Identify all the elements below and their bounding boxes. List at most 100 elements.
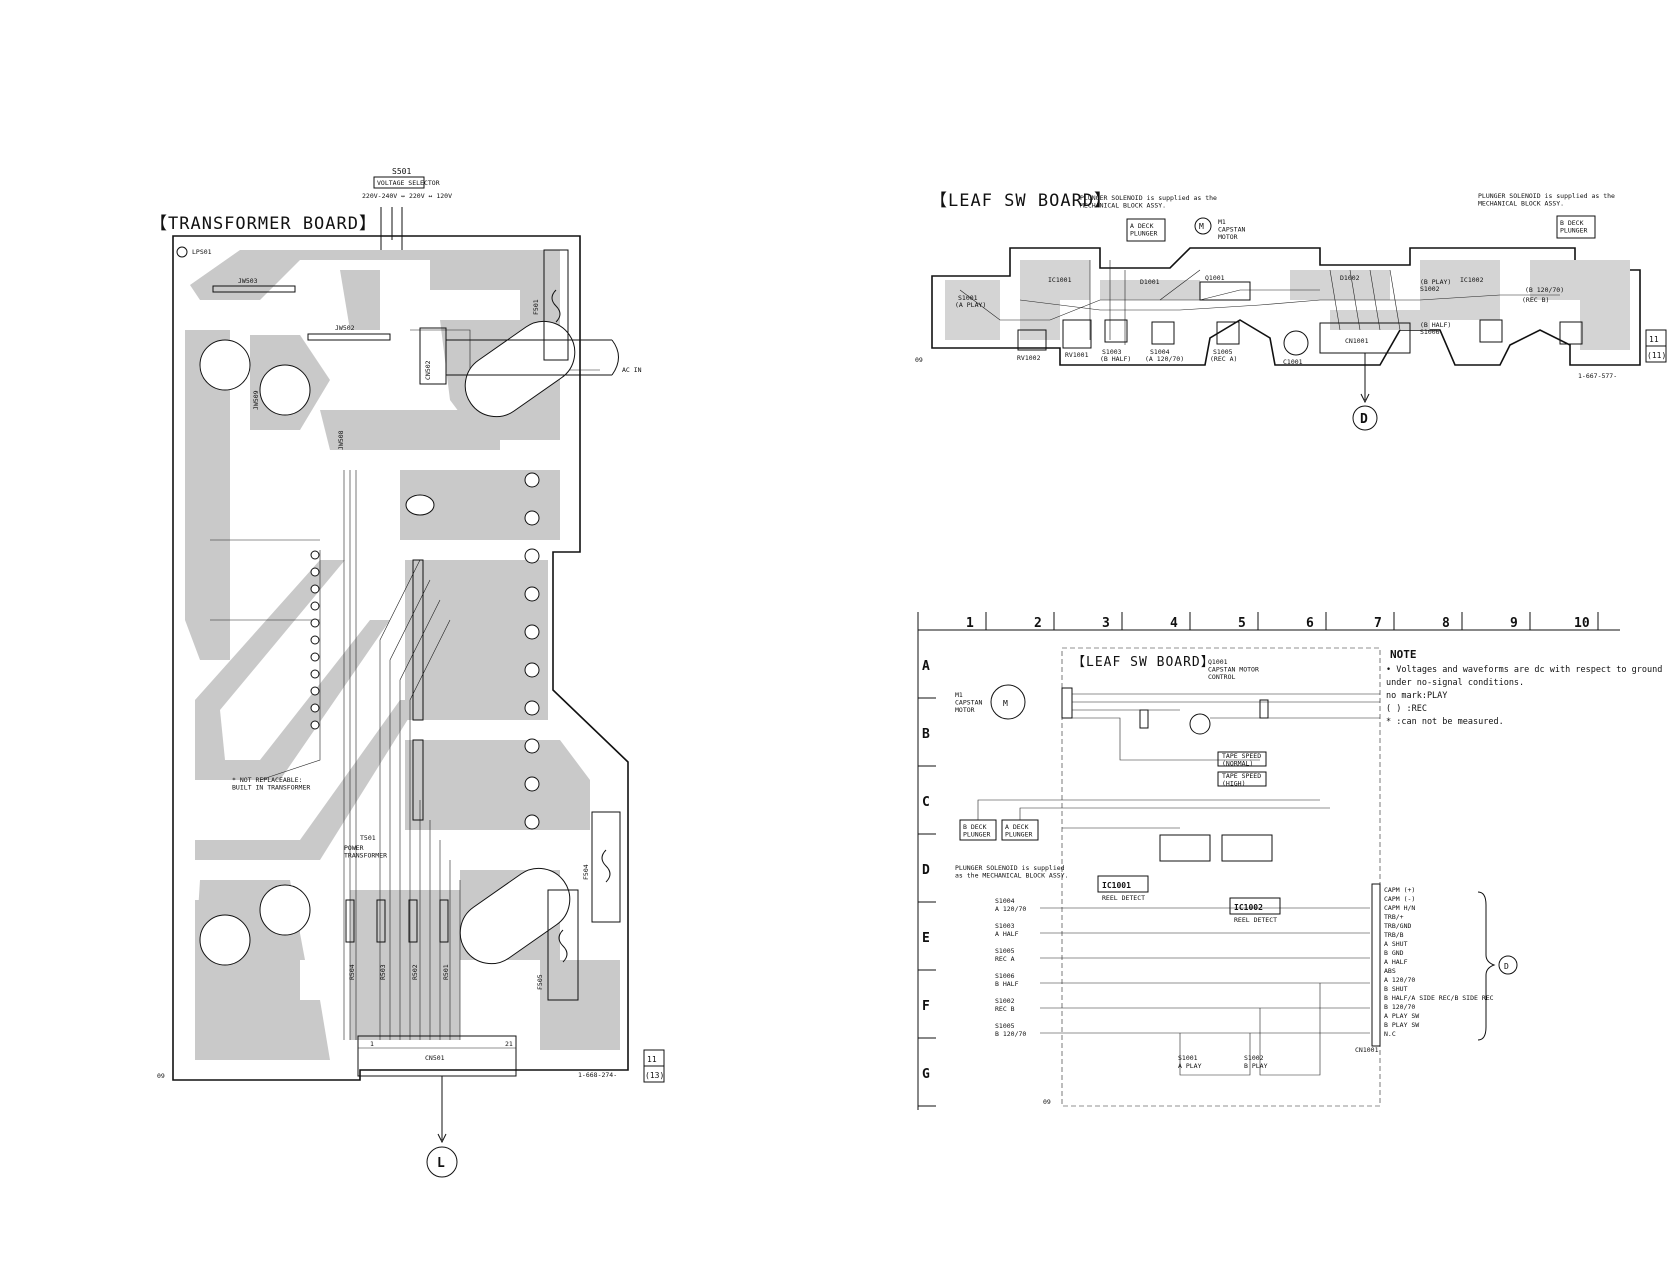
capstan-motor-icon — [1194, 217, 1212, 235]
lug — [405, 494, 435, 516]
col-label-7: 7 — [1374, 616, 1382, 631]
pin-label: CAPM (-) — [1384, 895, 1415, 903]
capstan-motor-icon — [990, 684, 1026, 720]
r502-label: R502 — [411, 964, 419, 980]
f505-fuse-holder — [547, 889, 579, 1001]
ac-cord — [446, 339, 619, 376]
q1001-block — [1199, 281, 1251, 301]
cn501-out-arrow — [437, 1076, 447, 1144]
t501-label: T501 — [360, 834, 376, 842]
note-line: under no-signal conditions. — [1386, 678, 1524, 688]
transformer-board-number: 1-668-274- — [578, 1071, 617, 1079]
selector-range: 220V-240V ↔ 220V ↔ 120V — [362, 192, 452, 200]
pin-label: TRB/B — [1384, 931, 1404, 939]
pin-label: A SHUT — [1384, 940, 1408, 948]
pin-label: A HALF — [1384, 958, 1408, 966]
pin-label: N.C — [1384, 1030, 1396, 1038]
schematic-cn1001-ref: CN1001 — [1355, 1046, 1379, 1054]
motor-plug — [1061, 687, 1073, 719]
leaf-pcb-traces — [959, 260, 1560, 345]
pin-label: B 120/70 — [1384, 1003, 1415, 1011]
leaf-sw-pcb: 【LEAF SW BOARD】 PLUNGER SOLENOID is supp… — [915, 191, 1667, 431]
cn1001-out-arrow — [1360, 353, 1370, 404]
leaf-pcb-title: 【LEAF SW BOARD】 — [930, 191, 1112, 211]
fuse-icon — [558, 929, 568, 963]
tape-speed-normal: TAPE SPEED(NORMAL) — [1222, 752, 1261, 767]
col-label-5: 5 — [1238, 616, 1246, 631]
pin-label: CAPM (+) — [1384, 886, 1415, 894]
f505-label: F505 — [536, 974, 544, 990]
schematic-ref: 09 — [1043, 1098, 1051, 1106]
pcb-a-play: (A PLAY) — [955, 301, 986, 309]
switch-ref: S1003 — [995, 922, 1015, 930]
note-line: no mark:PLAY — [1386, 691, 1447, 701]
q1001-transistor — [1189, 713, 1211, 735]
pcb-rec-a: (REC A) — [1210, 355, 1237, 363]
row-label-f: F — [922, 999, 930, 1014]
cn502-connector — [419, 327, 447, 385]
pcb-d1002: D1002 — [1340, 274, 1360, 282]
resistor-bank — [345, 899, 449, 943]
col-label-8: 8 — [1442, 616, 1450, 631]
r503-label: R503 — [379, 964, 387, 980]
col-label-4: 4 — [1170, 616, 1178, 631]
lps-label: LPS01 — [192, 248, 212, 256]
pcb-b-12070: (B 120/70) — [1525, 286, 1564, 294]
ic1002-tag — [1229, 897, 1281, 915]
not-replaceable-note: * NOT REPLACEABLE:BUILT IN TRANSFORMER — [232, 776, 310, 791]
switch-ref: S1004 — [995, 897, 1015, 905]
pin-label: A PLAY SW — [1384, 1012, 1419, 1020]
jw503-label: JW503 — [238, 277, 258, 285]
switch-name: B HALF — [995, 980, 1019, 988]
ic1001-package — [1159, 834, 1211, 862]
ic1002-desc: REEL DETECT — [1234, 916, 1277, 924]
col-label-10: 10 — [1574, 616, 1590, 631]
pcb-s1006: S1006 — [1420, 328, 1440, 336]
s1006-switch — [1479, 319, 1503, 343]
pcb-b-half2: (B HALF) — [1420, 321, 1451, 329]
pcb-motor-symbol: M — [1199, 222, 1204, 231]
pcb-ic1001: IC1001 — [1048, 276, 1072, 284]
leaf-side-b: (11) — [1647, 351, 1666, 360]
f501-label: F501 — [532, 299, 540, 315]
cn501-label: CN501 — [425, 1054, 445, 1062]
ic1001-desc: REEL DETECT — [1102, 894, 1145, 902]
selector-box — [373, 176, 425, 189]
pcb-s1005: S1005 — [1213, 348, 1233, 356]
pcb-s1002: S1002 — [1420, 285, 1440, 293]
switch-lines — [1040, 907, 1370, 1034]
s1003-switch — [1104, 319, 1128, 343]
leaf-side-a: 11 — [1649, 335, 1659, 344]
leaf-pcb-ref: 09 — [915, 356, 923, 364]
pcb-a-12070: (A 120/70) — [1145, 355, 1184, 363]
transformer-board-outline — [172, 235, 629, 1081]
selector-leads — [380, 207, 403, 255]
pin-label: B HALF/A SIDE REC/B SIDE REC — [1384, 994, 1494, 1002]
mount-hole — [199, 914, 251, 966]
ac-in-label: AC IN — [622, 366, 642, 374]
leaf-sw-schematic: 1 2 3 4 5 6 7 8 9 10 A B C D E F G 【LEAF… — [917, 612, 1662, 1110]
switch-name: REC A — [995, 955, 1015, 963]
jw509-label: JW509 — [252, 390, 260, 410]
switch-ref: S1005 — [995, 947, 1015, 955]
transformer-ref: 09 — [157, 1072, 165, 1080]
connector-brace — [1477, 891, 1496, 1041]
bottom-switch-ref: S1001 — [1178, 1054, 1198, 1062]
pcb-c1001: C1001 — [1283, 358, 1303, 366]
pcb-s1004: S1004 — [1150, 348, 1170, 356]
pin-label: A 120/70 — [1384, 976, 1415, 984]
leaf-board-number: 1-667-577- — [1578, 372, 1617, 380]
cn501-connector — [357, 1035, 517, 1077]
pin-label: CAPM H/N — [1384, 904, 1415, 912]
pcb-b-play: (B PLAY) — [1420, 278, 1451, 286]
tape-speed-high-box — [1217, 771, 1267, 787]
switch-ref: S1005 — [995, 1022, 1015, 1030]
winding-tap-bar — [412, 559, 424, 721]
